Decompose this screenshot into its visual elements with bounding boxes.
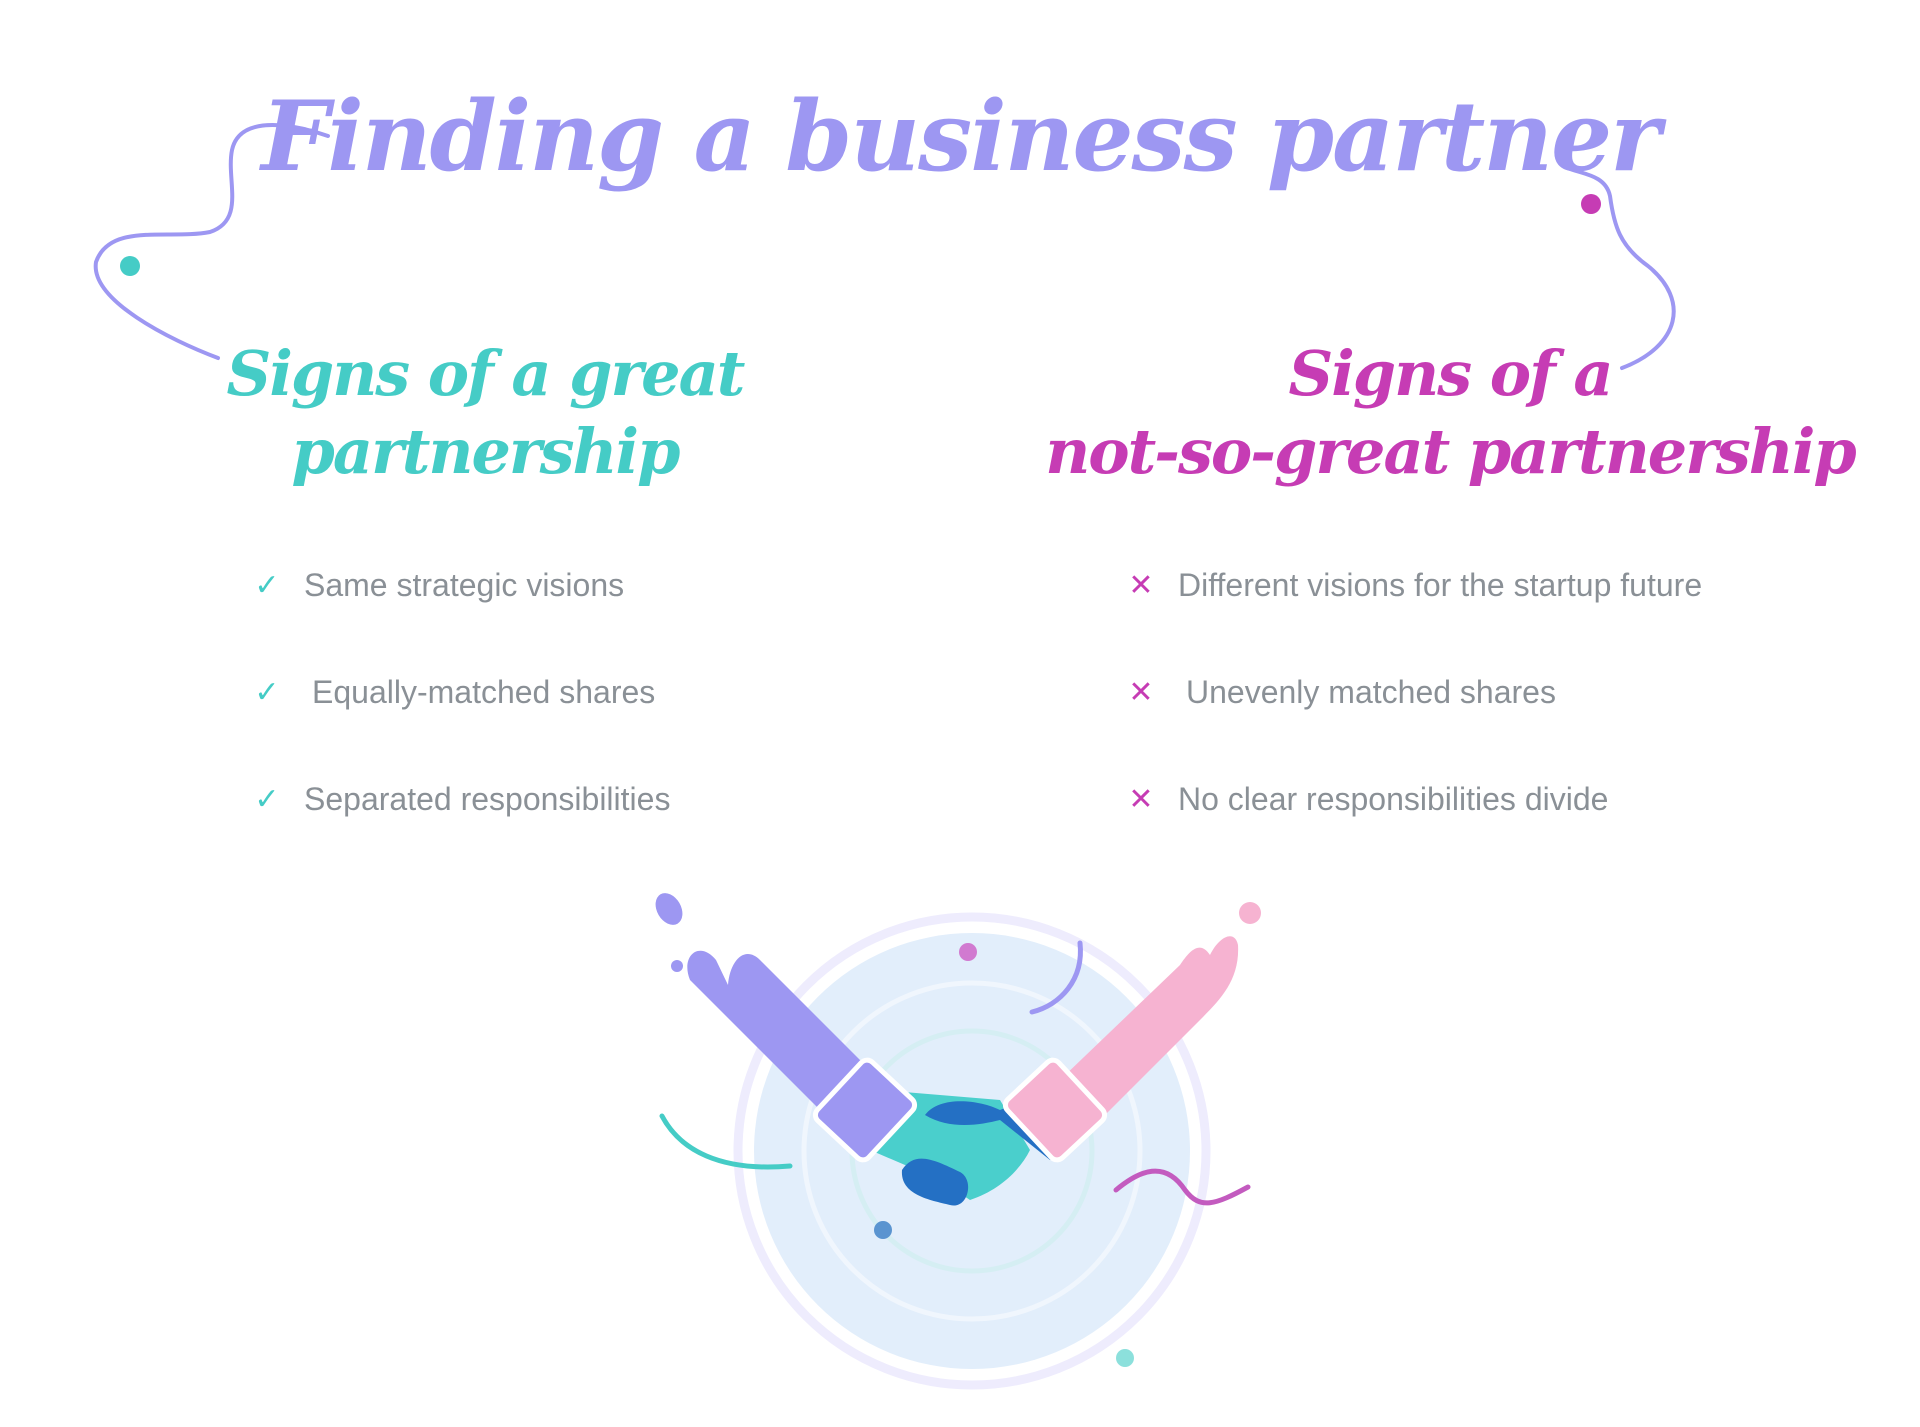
bad-heading-line2: not-so-great partnership [1045,415,1857,488]
check-icon: ✓ [254,568,280,602]
list-item-text: Separated responsibilities [304,780,671,817]
list-item: ✕ Different visions for the startup futur… [1124,565,1702,605]
check-icon: ✓ [254,782,280,816]
x-mark-icon: ✕ [1128,675,1154,709]
decor-dot-teal [120,256,140,276]
list-item-text: Different visions for the startup future [1178,566,1703,603]
bad-heading-line1: Signs of a [1288,337,1613,410]
bad-partnership-heading: Signs of a not-so-great partnership [1040,335,1860,491]
decor-swirl-right [1556,158,1676,370]
list-item: ✓ Equally-matched shares [250,672,655,712]
page-title: Finding a business partner [261,80,1661,193]
list-item: ✕ Unevenly matched shares [1124,672,1556,712]
list-item: ✓ Same strategic visions [250,565,624,605]
x-mark-icon: ✕ [1128,782,1154,816]
list-item: ✕ No clear responsibilities divide [1124,779,1608,819]
list-item: ✓ Separated responsibilities [250,779,670,819]
good-partnership-heading: Signs of a great partnership [200,335,770,491]
list-item-text: No clear responsibilities divide [1178,780,1609,817]
decor-dot-magenta [1581,194,1601,214]
handshake-icon [655,893,1261,1390]
list-item-text: Equally-matched shares [312,673,656,710]
decor-swirl-left [93,123,330,360]
good-heading-line1: Signs of a great [226,337,746,410]
list-item-text: Unevenly matched shares [1186,673,1556,710]
list-item-text: Same strategic visions [304,566,625,603]
check-icon: ✓ [254,675,280,709]
x-mark-icon: ✕ [1128,568,1154,602]
good-heading-line2: partnership [291,415,681,488]
